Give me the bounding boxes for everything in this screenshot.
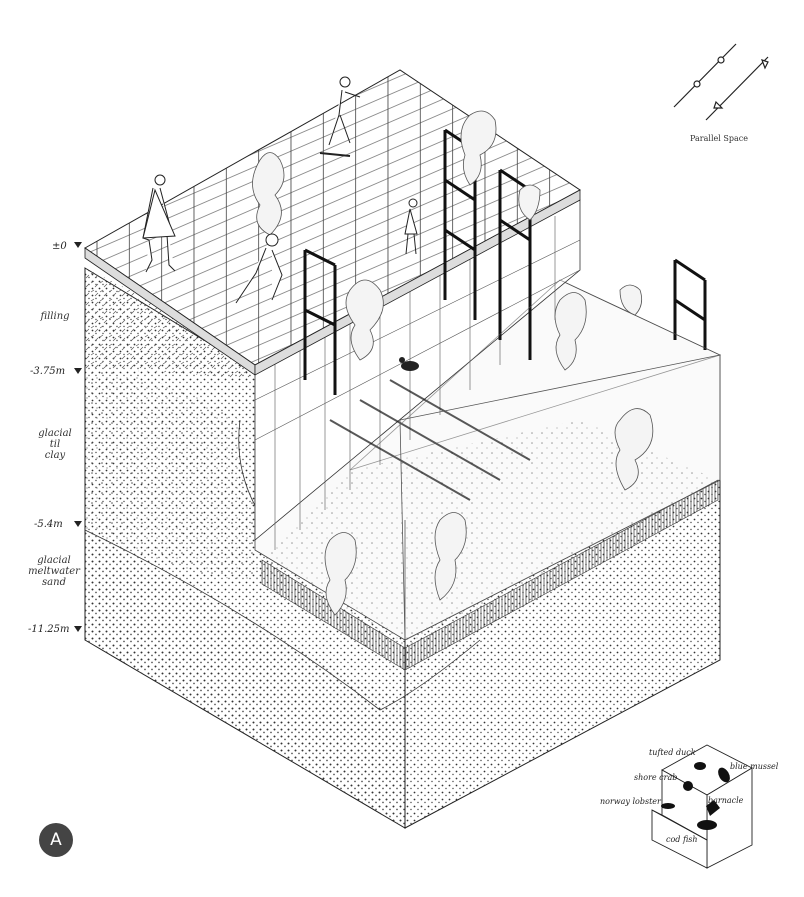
seaweed-forms — [252, 110, 654, 616]
person-skateboarding — [319, 76, 361, 157]
species-label-blue-mussel: blue mussel — [730, 762, 779, 771]
person-walking-coat — [142, 174, 176, 273]
stratum-label-clay: glacial til clay — [38, 428, 72, 461]
depth-marker-0 — [74, 242, 82, 248]
stratum-label-filling: filling — [40, 311, 70, 322]
species-label-shore-crab: shore crab — [634, 773, 678, 782]
depth-label-2: -5.4m — [34, 519, 63, 530]
people-figures — [142, 76, 418, 304]
species-icons — [661, 762, 730, 830]
species-label-norway-lobster: norway lobster — [600, 797, 661, 806]
glass-volume — [349, 279, 722, 641]
parallel-space-symbol — [673, 43, 769, 121]
depth-label-1: -3.75m — [30, 366, 66, 377]
depth-marker-1 — [74, 368, 82, 374]
depth-label-3: -11.25m — [28, 624, 70, 635]
person-child — [404, 198, 418, 255]
stratum-label-sand: glacial meltwater sand — [28, 555, 80, 588]
depth-marker-3 — [74, 626, 82, 632]
species-label-cod-fish: cod fish — [666, 835, 698, 844]
species-legend-block — [651, 744, 753, 869]
species-label-tufted-duck: tufted duck — [649, 748, 696, 757]
person-sitting — [235, 233, 283, 304]
species-label-barnacle: barnacle — [708, 796, 744, 805]
depth-marker-2 — [74, 521, 82, 527]
depth-label-0: ±0 — [52, 241, 67, 252]
parallel-space-title: Parallel Space — [690, 134, 748, 143]
steel-frames — [303, 128, 707, 501]
figure-badge: A — [39, 823, 73, 857]
duck-figure — [399, 357, 419, 371]
